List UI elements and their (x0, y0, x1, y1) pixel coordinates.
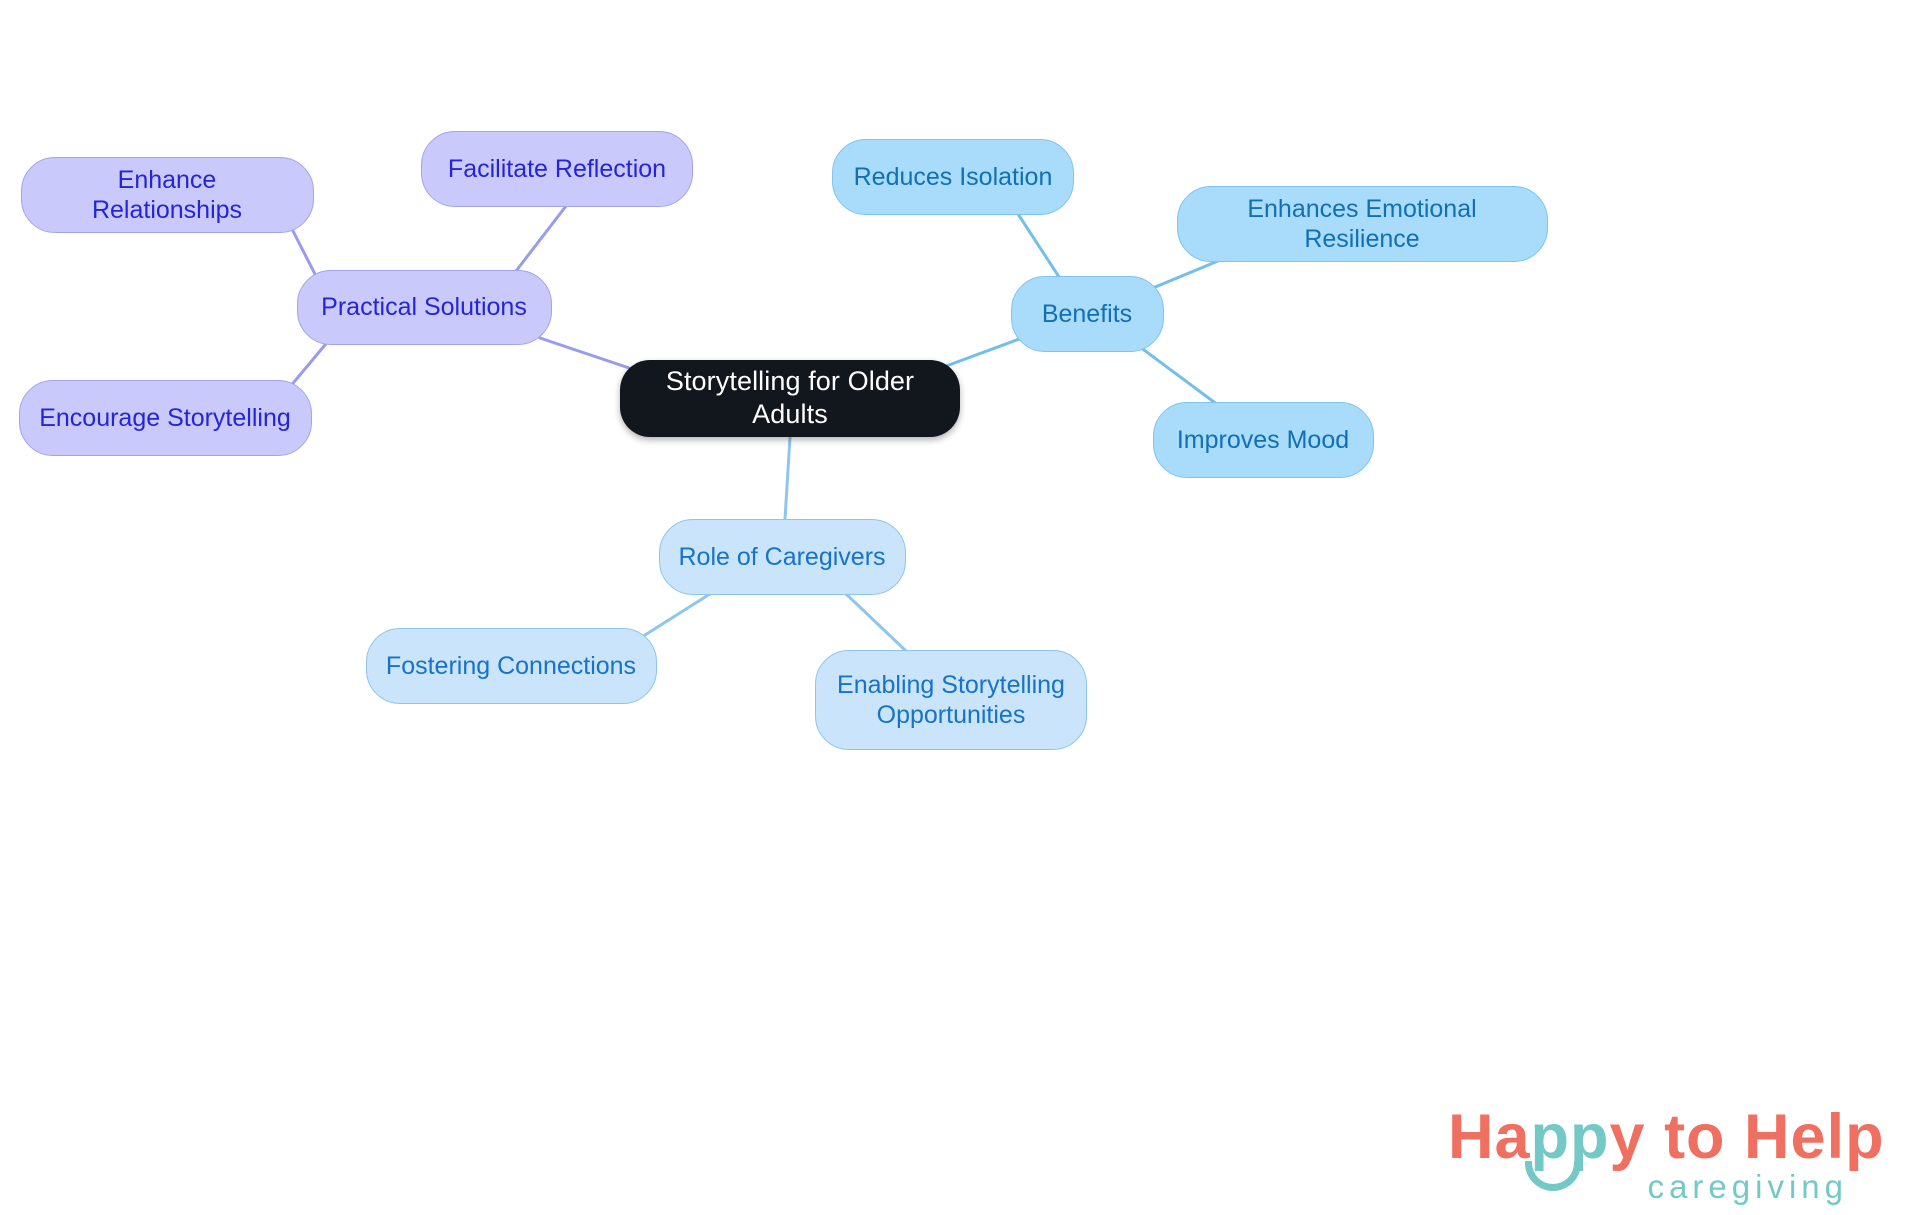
node-facilitate-reflection[interactable]: Facilitate Reflection (421, 131, 693, 207)
logo-help: Help (1744, 1102, 1885, 1172)
node-label: Enabling Storytelling Opportunities (837, 670, 1065, 730)
logo-h: H (1448, 1102, 1495, 1172)
node-root-storytelling-for-older-adults[interactable]: Storytelling for Older Adults (620, 359, 960, 437)
node-improves-mood[interactable]: Improves Mood (1152, 402, 1374, 478)
node-label: Benefits (1041, 299, 1133, 328)
edge-root-to-role-of-caregivers (783, 435, 792, 521)
smile-arc-icon (1525, 1161, 1581, 1191)
node-role-of-caregivers[interactable]: Role of Caregivers (658, 519, 906, 595)
edge-role-of-caregivers-to-fostering-connections (643, 590, 715, 637)
node-enhance-relationships[interactable]: Enhance Relationships (20, 157, 314, 233)
node-label: Practical Solutions (321, 292, 527, 321)
node-label: Fostering Connections (385, 651, 637, 680)
logo-pp: pp (1530, 1102, 1610, 1172)
brand-logo: Happy to Help caregiving (1448, 1106, 1884, 1206)
edge-practical-solutions-to-facilitate-reflection (511, 204, 568, 277)
logo-wordmark: Happy to Help (1448, 1106, 1885, 1169)
node-enabling-storytelling-opportunities[interactable]: Enabling Storytelling Opportunities (815, 650, 1087, 750)
logo-a: a (1494, 1102, 1531, 1172)
node-enhances-emotional-resilience[interactable]: Enhances Emotional Resilience (1176, 186, 1548, 262)
node-fostering-connections[interactable]: Fostering Connections (365, 628, 657, 704)
node-label: Improves Mood (1176, 425, 1350, 454)
node-label: Encourage Storytelling (39, 403, 291, 432)
node-practical-solutions[interactable]: Practical Solutions (296, 269, 552, 345)
node-benefits[interactable]: Benefits (1010, 276, 1164, 352)
edge-practical-solutions-to-encourage-storytelling (287, 337, 332, 390)
logo-y: y (1609, 1102, 1646, 1172)
edge-role-of-caregivers-to-enabling-storytelling-opportunities (842, 590, 907, 652)
logo-to: to (1645, 1102, 1745, 1172)
edge-benefits-to-reduces-isolation (1016, 212, 1065, 285)
node-label: Storytelling for Older Adults (665, 366, 915, 429)
node-label: Enhance Relationships (91, 165, 243, 225)
node-label: Enhances Emotional Resilience (1247, 194, 1477, 254)
edge-benefits-to-improves-mood (1138, 345, 1224, 410)
node-label: Role of Caregivers (678, 542, 886, 571)
logo-tagline: caregiving (1647, 1168, 1848, 1205)
node-label: Reduces Isolation (853, 162, 1053, 191)
node-encourage-storytelling[interactable]: Encourage Storytelling (18, 380, 312, 456)
node-label: Facilitate Reflection (447, 154, 667, 183)
node-reduces-isolation[interactable]: Reduces Isolation (832, 139, 1074, 215)
